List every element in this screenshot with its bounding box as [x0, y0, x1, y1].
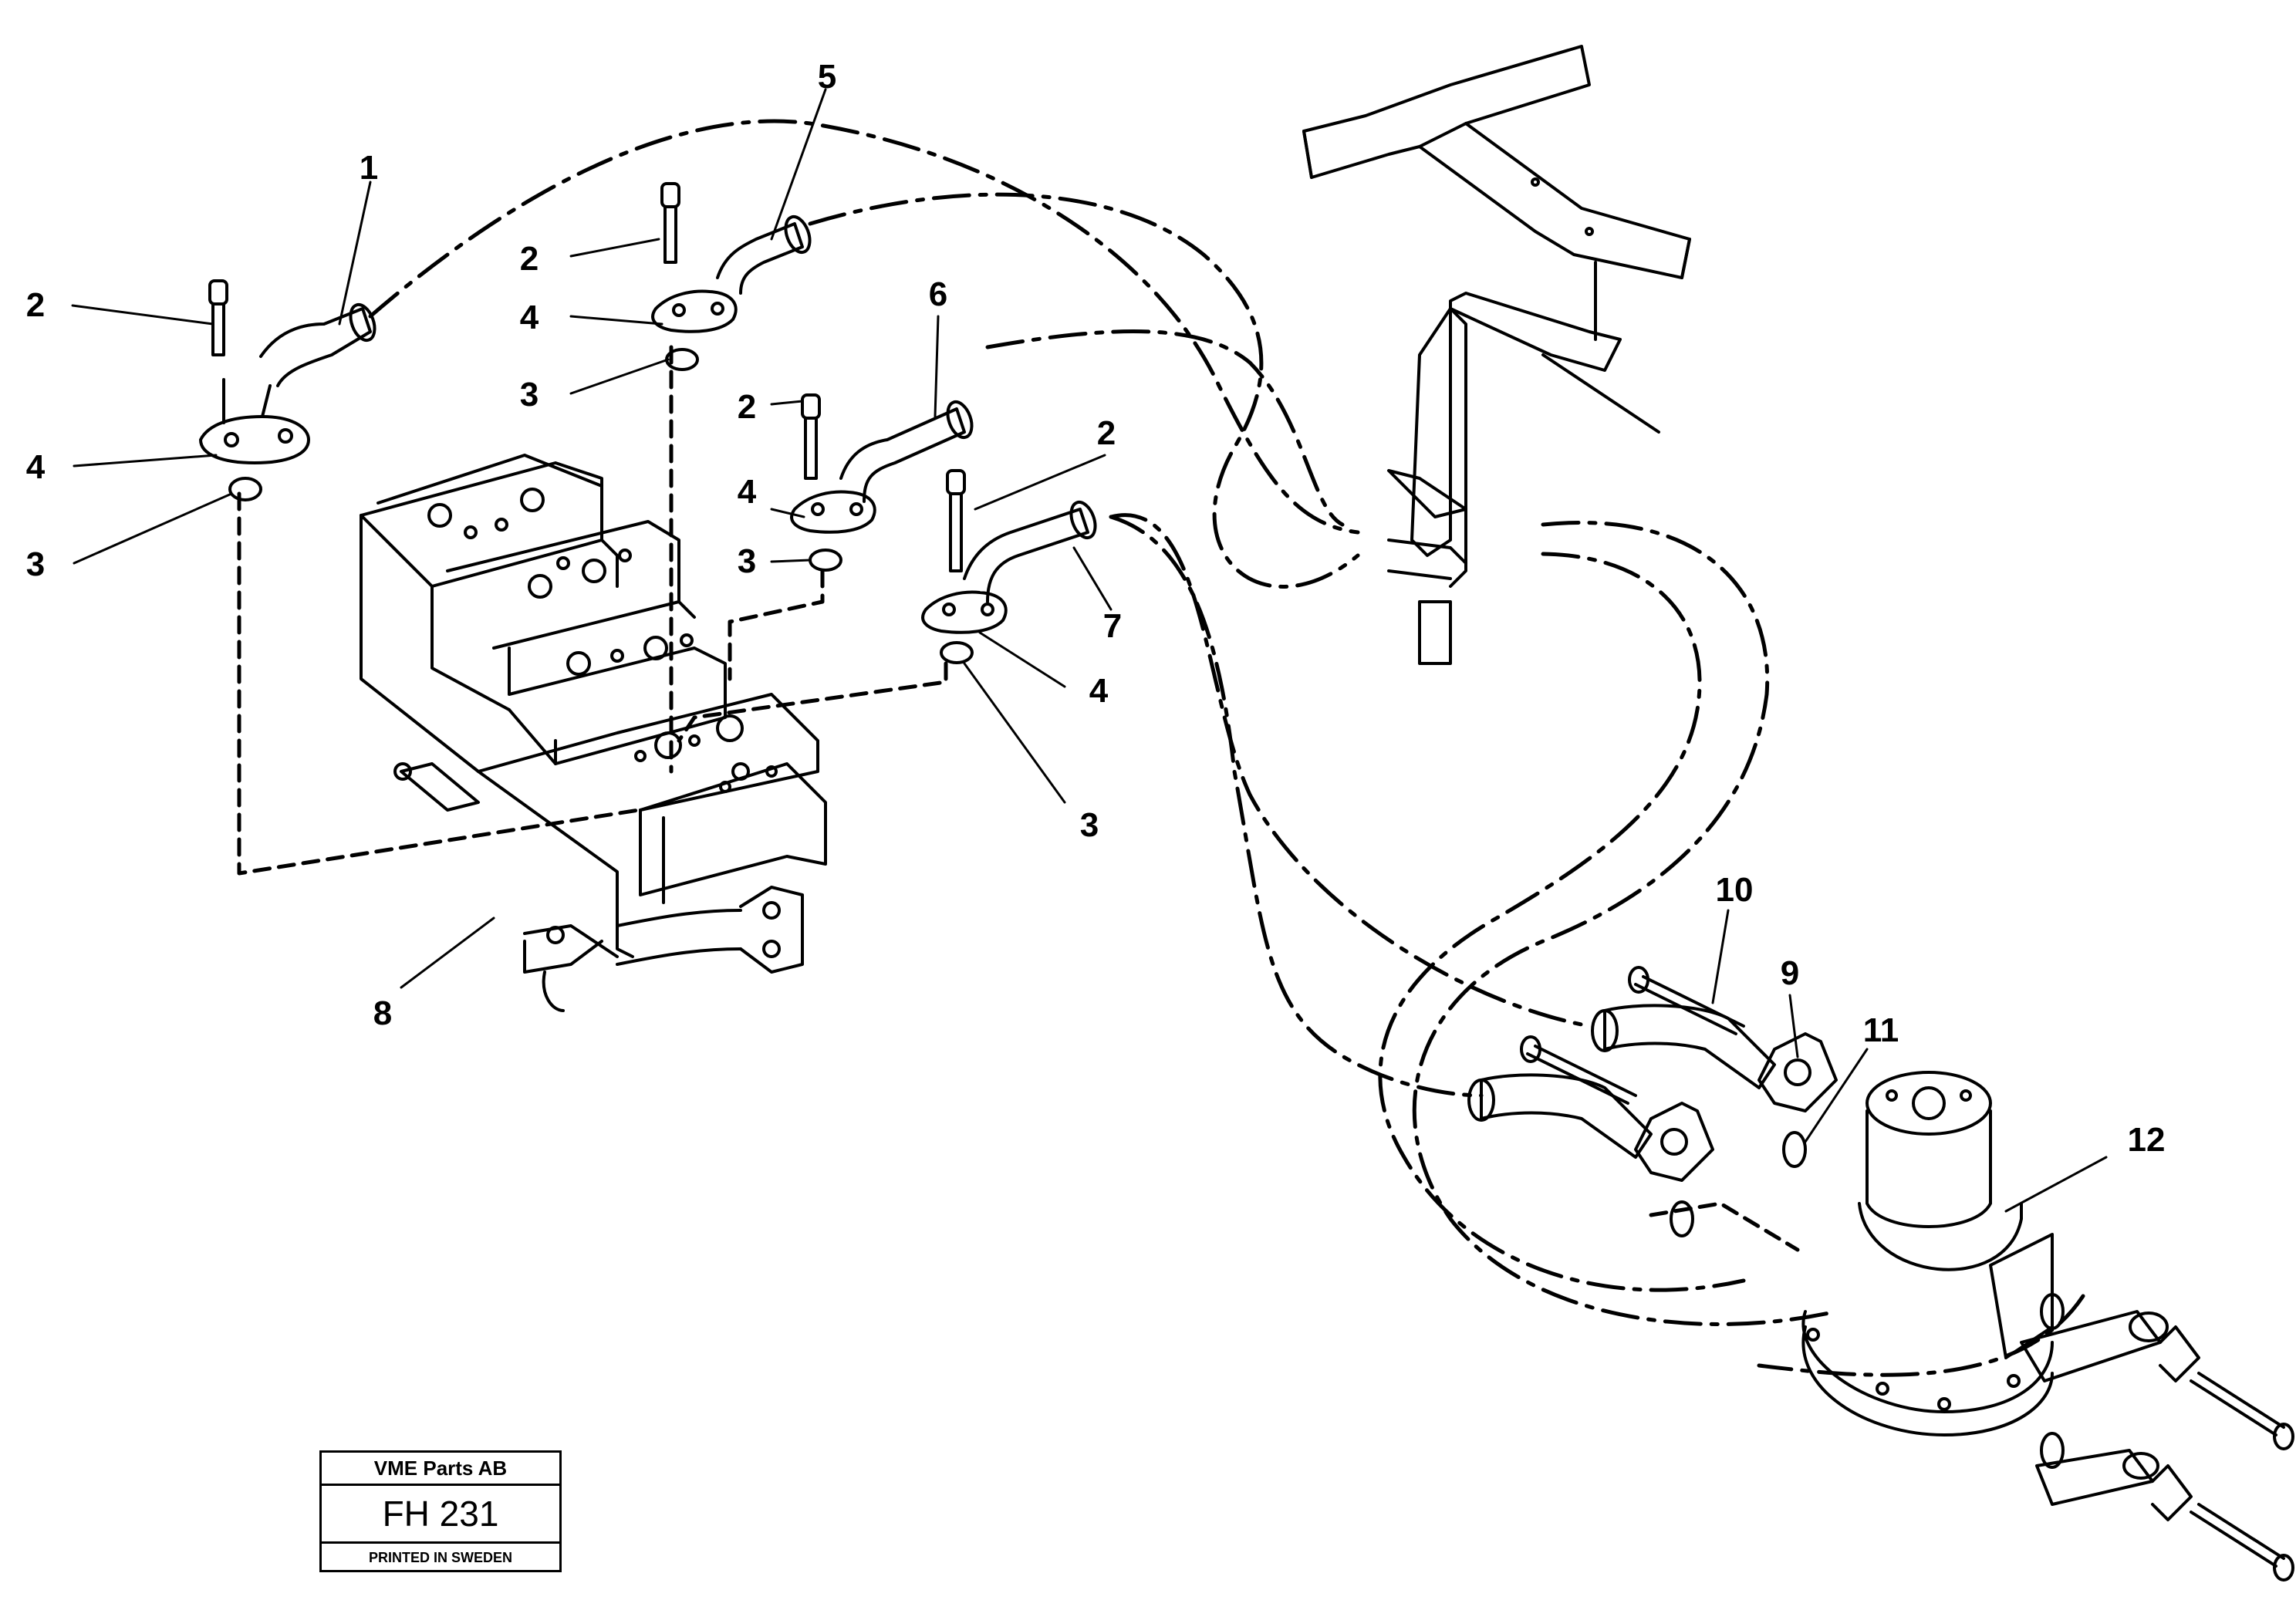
bolt-1 — [208, 279, 228, 356]
callout-2-left: 2 — [26, 286, 45, 324]
callout-labels: 1 2 4 3 5 2 4 3 6 2 4 3 2 7 4 3 8 10 9 1… — [26, 58, 2166, 1159]
motor-fitting-upper — [2020, 1310, 2200, 1382]
title-block-company: VME Parts AB — [322, 1453, 559, 1486]
elbow-fitting-1 — [199, 302, 376, 501]
callout-3-middle: 3 — [738, 542, 756, 580]
control-valve-block — [360, 454, 827, 1012]
callout-3-right: 3 — [1080, 806, 1099, 844]
flange-fitting-9-upper — [1591, 1004, 1838, 1112]
callout-7: 7 — [1103, 607, 1122, 645]
o-ring-motor-lower — [2040, 1432, 2065, 1469]
o-ring-11-lower — [1670, 1200, 1694, 1237]
frame-bracket — [1302, 45, 1691, 665]
callout-2-upper: 2 — [520, 240, 539, 278]
elbow-fitting-5 — [651, 214, 812, 371]
callout-11: 11 — [1863, 1011, 1899, 1049]
callout-4-left: 4 — [26, 448, 46, 486]
callout-1: 1 — [360, 149, 378, 187]
callout-4-right: 4 — [1089, 672, 1109, 710]
elbow-fitting-7 — [921, 500, 1097, 664]
callout-8: 8 — [373, 994, 392, 1032]
motor-fitting-lower — [2035, 1449, 2193, 1521]
title-block-printed: PRINTED IN SWEDEN — [368, 1550, 512, 1565]
bolt-5 — [660, 182, 680, 264]
callout-5: 5 — [818, 58, 836, 96]
bolt-10-lower — [1520, 1035, 1637, 1105]
title-block: VME Parts AB FH 231 PRINTED IN SWEDEN — [319, 1450, 562, 1572]
title-block-code: FH 231 — [322, 1486, 559, 1544]
callout-2-middle: 2 — [738, 388, 756, 426]
callout-9: 9 — [1781, 954, 1799, 992]
callout-3-left: 3 — [26, 545, 45, 583]
callout-4-upper: 4 — [520, 299, 539, 336]
o-ring-11-upper — [1782, 1131, 1807, 1168]
bolt-7 — [946, 469, 966, 572]
callout-6: 6 — [929, 275, 947, 313]
flange-fitting-9-lower — [1467, 1073, 1714, 1182]
bolt-motor-upper — [2190, 1372, 2294, 1450]
callout-2-right: 2 — [1097, 414, 1116, 452]
callout-12: 12 — [2128, 1121, 2166, 1159]
o-ring-motor-upper — [2040, 1293, 2065, 1330]
callout-10: 10 — [1716, 871, 1754, 909]
callout-4-middle: 4 — [738, 473, 757, 511]
hydraulic-motor — [1801, 1071, 2054, 1436]
bolt-motor-lower — [2190, 1503, 2294, 1582]
bolt-6 — [801, 393, 821, 480]
leader-lines — [71, 88, 2108, 1213]
hose-lines — [368, 119, 2085, 1377]
bolt-10-upper — [1628, 966, 1745, 1035]
callout-3-upper: 3 — [520, 376, 539, 414]
